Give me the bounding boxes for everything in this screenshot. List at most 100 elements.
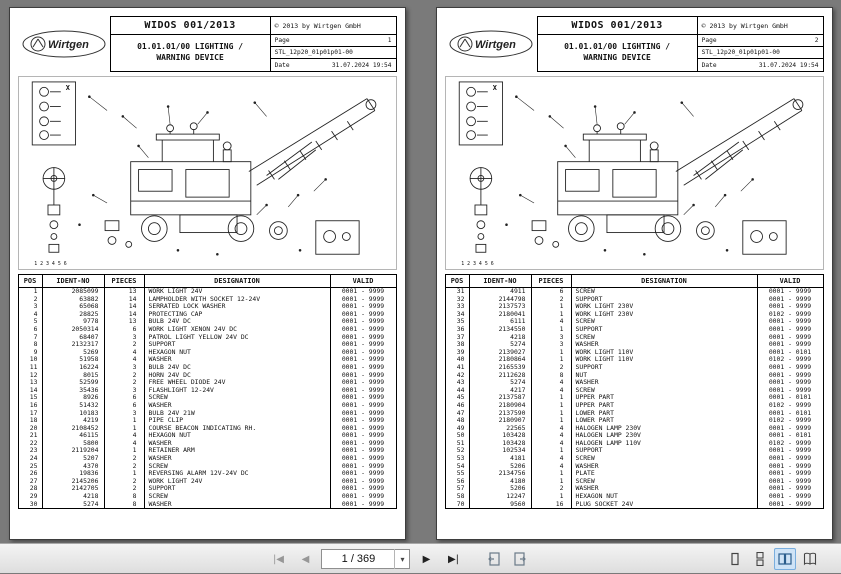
- cell-pieces: 4: [531, 455, 571, 463]
- cell-pieces: 2: [531, 485, 571, 493]
- cell-valid: 0001 - 9999: [757, 288, 823, 296]
- previous-view-icon: [487, 552, 501, 566]
- cell-pieces: 4: [104, 432, 144, 440]
- cell-ident-no: 5274: [469, 379, 531, 387]
- previous-view-button[interactable]: [483, 548, 505, 570]
- cell-designation: WORK LIGHT 230V: [571, 303, 757, 311]
- cell-designation: SCREW: [144, 493, 330, 501]
- cell-ident-no: 35436: [42, 387, 104, 395]
- cell-valid: 0001 - 9999: [330, 463, 396, 471]
- cell-designation: SUPPORT: [571, 296, 757, 304]
- cell-designation: SUPPORT: [144, 341, 330, 349]
- logo-text: Wirtgen: [48, 39, 89, 51]
- cell-valid: 0102 - 9999: [757, 311, 823, 319]
- cell-pos: 38: [445, 341, 469, 349]
- cell-pieces: 3: [104, 387, 144, 395]
- cell-ident-no: 2108452: [42, 425, 104, 433]
- first-page-button[interactable]: |◀: [267, 548, 289, 570]
- continuous-view-button[interactable]: [749, 548, 771, 570]
- cell-pieces: 6: [104, 326, 144, 334]
- cell-valid: 0001 - 9999: [330, 341, 396, 349]
- wirtgen-logo: Wirtgen: [445, 16, 537, 72]
- document-canvas: Wirtgen WIDOS 001/2013 © 2013 by Wirtgen…: [0, 0, 841, 543]
- cell-valid: 0102 - 9999: [757, 402, 823, 410]
- next-page-button[interactable]: ▶: [415, 548, 437, 570]
- section-line2: WARNING DEVICE: [111, 53, 270, 64]
- last-page-button[interactable]: ▶|: [442, 548, 464, 570]
- page-navigation: |◀ ◀ ▾ ▶ ▶|: [267, 544, 531, 574]
- cell-valid: 0001 - 9999: [330, 493, 396, 501]
- single-page-view-button[interactable]: [724, 548, 746, 570]
- continuous-page-icon: [753, 552, 767, 566]
- cell-ident-no: 5269: [42, 349, 104, 357]
- cell-pos: 33: [445, 303, 469, 311]
- cell-pieces: 3: [531, 334, 571, 342]
- cell-ident-no: 9560: [469, 501, 531, 509]
- cell-ident-no: 10183: [42, 410, 104, 418]
- cell-pos: 70: [445, 501, 469, 509]
- cell-valid: 0001 - 9999: [330, 349, 396, 357]
- cell-pos: 50: [445, 432, 469, 440]
- next-view-button[interactable]: [509, 548, 531, 570]
- cell-designation: PIPE CLIP: [144, 417, 330, 425]
- cell-pos: 15: [18, 394, 42, 402]
- cell-valid: 0001 - 9999: [330, 410, 396, 418]
- cell-ident-no: 6111: [469, 318, 531, 326]
- cell-ident-no: 46115: [42, 432, 104, 440]
- cell-designation: WASHER: [144, 440, 330, 448]
- cell-ident-no: 2142705: [42, 485, 104, 493]
- cell-valid: 0001 - 9999: [330, 432, 396, 440]
- cell-pos: 40: [445, 356, 469, 364]
- cell-designation: PLUG SOCKET 24V: [571, 501, 757, 509]
- cell-valid: 0001 - 9999: [757, 463, 823, 471]
- doc-code: STL_12p20_01p01p01-00: [275, 49, 353, 56]
- copyright-text: © 2013 by Wirtgen GmbH: [697, 17, 823, 35]
- page-header: Wirtgen WIDOS 001/2013 © 2013 by Wirtgen…: [18, 16, 397, 72]
- cell-pos: 2: [18, 296, 42, 304]
- cell-ident-no: 2137587: [469, 394, 531, 402]
- facing-pages-view-button[interactable]: [774, 548, 796, 570]
- cell-pos: 4: [18, 311, 42, 319]
- cell-designation: SUPPORT: [571, 326, 757, 334]
- cell-pieces: 1: [531, 394, 571, 402]
- page-number: 1: [388, 37, 392, 44]
- cell-pos: 39: [445, 349, 469, 357]
- cell-ident-no: 8015: [42, 372, 104, 380]
- cell-pieces: 14: [104, 296, 144, 304]
- cell-ident-no: 9778: [42, 318, 104, 326]
- book-view-button[interactable]: [799, 548, 821, 570]
- cell-ident-no: 2180041: [469, 311, 531, 319]
- cell-pos: 12: [18, 372, 42, 380]
- section-line2: WARNING DEVICE: [538, 53, 697, 64]
- cell-designation: WASHER: [144, 402, 330, 410]
- cell-pieces: 1: [531, 410, 571, 418]
- page-dropdown-caret[interactable]: ▾: [394, 549, 409, 569]
- cell-designation: SCREW: [144, 463, 330, 471]
- cell-pieces: 1: [531, 303, 571, 311]
- prev-page-button[interactable]: ◀: [294, 548, 316, 570]
- cell-pos: 42: [445, 372, 469, 380]
- cell-valid: 0001 - 9999: [757, 501, 823, 509]
- single-page-icon: [728, 552, 742, 566]
- cell-designation: WASHER: [144, 501, 330, 509]
- cell-pos: 34: [445, 311, 469, 319]
- page-number-input[interactable]: [322, 550, 394, 568]
- cell-pos: 53: [445, 455, 469, 463]
- cell-ident-no: 4911: [469, 288, 531, 296]
- cell-pos: 10: [18, 356, 42, 364]
- cell-valid: 0001 - 9999: [757, 341, 823, 349]
